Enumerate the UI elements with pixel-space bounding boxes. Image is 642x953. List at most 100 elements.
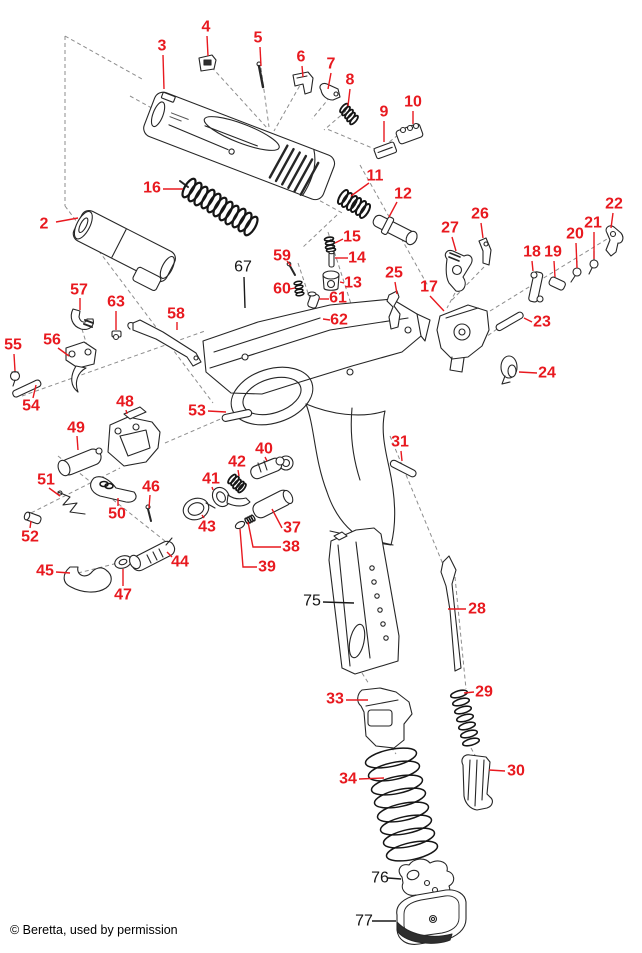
part-38-spring (244, 514, 256, 525)
callout-leader-59 (286, 260, 292, 267)
callout-number-61: 61 (329, 290, 347, 307)
callout-number-58: 58 (167, 306, 185, 323)
callout-number-59: 59 (273, 248, 291, 265)
callout-leader-8 (347, 88, 351, 107)
callout-leader-62 (322, 318, 331, 321)
callout-leader-42 (237, 469, 240, 477)
part-8-extractor-spring (339, 102, 359, 126)
callout-number-25: 25 (385, 265, 403, 282)
callout-leader-19 (553, 260, 556, 278)
callout-number-53: 53 (188, 403, 206, 420)
callout-leader-67 (243, 276, 246, 309)
callout-number-27: 27 (441, 220, 459, 237)
callout-number-6: 6 (297, 49, 306, 66)
callout-number-18: 18 (523, 244, 541, 261)
assembly-guide-line (451, 266, 485, 301)
part-33-follower (357, 687, 413, 749)
part-43-knob (182, 497, 216, 521)
copyright-note: © Beretta, used by permission (10, 923, 178, 937)
part-51-wire-spring (57, 490, 86, 515)
part-25-spring-clip (386, 290, 401, 330)
callout-leader-51 (48, 487, 61, 497)
part-48-block (107, 406, 161, 467)
assembly-guide-line (327, 231, 353, 308)
part-54-pin (12, 379, 42, 398)
part-30-backstrap (461, 754, 493, 811)
part-23-pin (495, 311, 524, 332)
part-75-magazine (328, 527, 400, 675)
callout-number-63: 63 (107, 294, 125, 311)
part-57-hook (70, 308, 94, 330)
callout-number-50: 50 (108, 506, 126, 523)
part-12-guide-rod (372, 214, 418, 246)
callout-leader-23 (523, 317, 533, 323)
callout-number-9: 9 (380, 104, 389, 121)
callout-number-24: 24 (538, 365, 556, 382)
callout-leader-11 (350, 182, 370, 197)
callout-number-51: 51 (37, 472, 55, 489)
part-63-nut (111, 330, 122, 341)
part-28-rod (440, 555, 462, 672)
callout-number-55: 55 (4, 337, 22, 354)
callout-number-47: 47 (114, 587, 132, 604)
callout-number-56: 56 (43, 332, 61, 349)
callout-leader-26 (480, 222, 484, 239)
callout-leader-55 (13, 353, 16, 372)
callout-leader-40 (264, 456, 268, 462)
callout-number-52: 52 (21, 529, 39, 546)
callout-number-30: 30 (507, 763, 525, 780)
callout-number-41: 41 (202, 471, 220, 488)
callout-leader-22 (610, 212, 614, 229)
assembly-guide-line (389, 435, 448, 575)
part-13-plunger (322, 270, 340, 291)
part-77-floorplate (396, 889, 467, 945)
part-17-hammer-unit (436, 304, 490, 373)
callout-number-37: 37 (283, 520, 301, 537)
part-3-slide (143, 91, 336, 201)
callout-leader-3 (162, 54, 165, 90)
callout-leader-30 (488, 769, 506, 772)
callout-leader-53 (207, 410, 227, 413)
callout-leader-41 (211, 486, 214, 491)
callout-number-45: 45 (36, 563, 54, 580)
callout-number-14: 14 (348, 250, 366, 267)
part-52-pin (23, 511, 42, 525)
part-18-lever (528, 271, 544, 303)
callout-leader-18 (531, 260, 534, 272)
part-2-barrel (72, 210, 176, 292)
callout-number-44: 44 (171, 554, 189, 571)
assembly-guide-line (311, 96, 331, 120)
callout-number-3: 3 (158, 38, 167, 55)
callout-leader-34 (358, 777, 385, 780)
callout-leader-24 (518, 371, 538, 374)
callout-number-11: 11 (367, 168, 384, 185)
callout-number-29: 29 (475, 684, 493, 701)
callout-number-62: 62 (330, 312, 348, 329)
callout-number-12: 12 (394, 186, 412, 203)
part-34-magazine-spring (364, 747, 439, 862)
callout-leader-76 (387, 877, 402, 880)
callout-number-46: 46 (142, 479, 160, 496)
part-47-ring (114, 555, 132, 569)
part-9-plate (373, 141, 398, 160)
callout-leader-46 (148, 494, 151, 509)
callout-number-22: 22 (605, 196, 623, 213)
part-53-rod (221, 409, 253, 422)
callout-number-10: 10 (404, 94, 422, 111)
assembly-guide-line (301, 214, 338, 249)
part-50-lever (90, 476, 137, 503)
callout-leader-15 (334, 238, 344, 244)
callout-leader-27 (451, 236, 457, 252)
part-41-loop-lever (211, 486, 251, 508)
part-60-spring (293, 280, 305, 297)
part-19-bushing (548, 276, 566, 291)
callout-number-15: 15 (343, 229, 361, 246)
part-20-plunger (570, 260, 582, 283)
part-26-sear (478, 237, 492, 266)
part-11-striker-spring (336, 189, 372, 219)
assembly-guide-line (64, 35, 143, 80)
callout-leader-17 (429, 295, 445, 312)
callout-leader-31 (400, 450, 403, 462)
